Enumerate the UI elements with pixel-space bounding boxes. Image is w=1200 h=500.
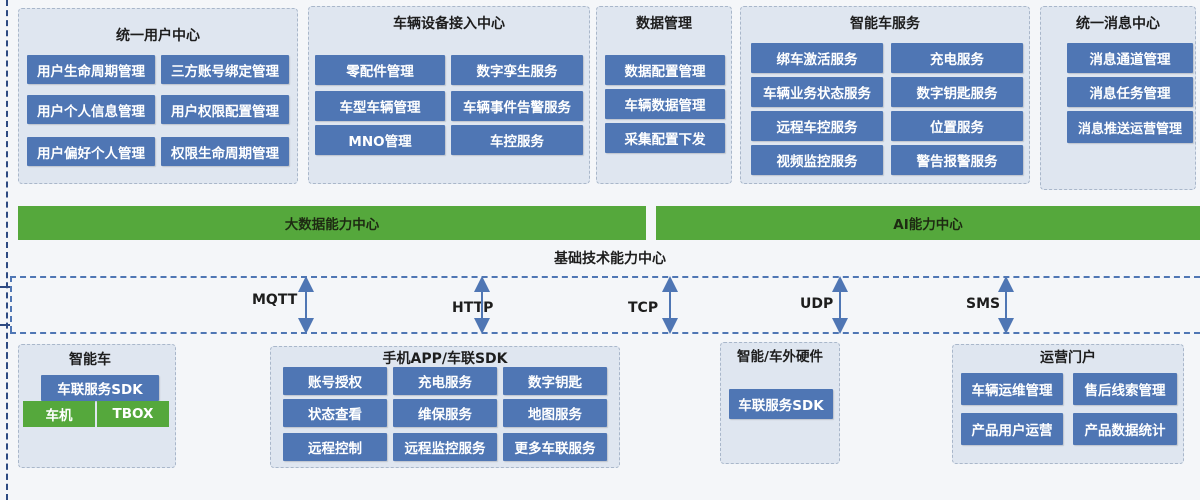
protocol-mqtt: MQTT (252, 292, 298, 308)
data-mgmt-title: 数据管理 (636, 16, 692, 32)
mobile-sdk-panel: 手机APP/车联SDK 账号授权 充电服务 数字钥匙 状态查看 维保服务 地图服… (270, 346, 620, 468)
protocol-sms: SMS (966, 296, 1001, 312)
vehicle-status-button[interactable]: 车辆业务状态服务 (751, 77, 883, 107)
mobile-remote-control-button[interactable]: 远程控制 (283, 433, 387, 461)
smart-car-title: 智能车 (69, 352, 111, 368)
alarm-service-button[interactable]: 警告报警服务 (891, 145, 1023, 175)
protocol-udp: UDP (800, 296, 834, 312)
mobile-digital-key-button[interactable]: 数字钥匙 (503, 367, 607, 395)
status-view-button[interactable]: 状态查看 (283, 399, 387, 427)
bind-activation-button[interactable]: 绑车激活服务 (751, 43, 883, 73)
vehicle-ops-button[interactable]: 车辆运维管理 (961, 373, 1063, 405)
user-lifecycle-button[interactable]: 用户生命周期管理 (27, 55, 155, 84)
hardware-panel: 智能/车外硬件 车联服务SDK (720, 342, 840, 464)
data-mgmt-panel: 数据管理 数据配置管理 车辆数据管理 采集配置下发 (596, 6, 732, 184)
head-unit-button[interactable]: 车机 (23, 401, 95, 427)
hardware-title: 智能/车外硬件 (737, 349, 823, 365)
outer-frame-line (6, 0, 8, 500)
hardware-sdk-button[interactable]: 车联服务SDK (729, 389, 833, 419)
device-center-panel: 车辆设备接入中心 零配件管理 数字孪生服务 车型车辆管理 车辆事件告警服务 MN… (308, 6, 590, 184)
protocol-tcp: TCP (628, 300, 659, 316)
third-party-binding-button[interactable]: 三方账号绑定管理 (161, 55, 289, 84)
vehicle-event-alarm-button[interactable]: 车辆事件告警服务 (451, 91, 583, 121)
tbox-button[interactable]: TBOX (97, 401, 169, 427)
smart-car-sdk-button[interactable]: 车联服务SDK (41, 375, 159, 401)
smart-service-panel: 智能车服务 绑车激活服务 充电服务 车辆业务状态服务 数字钥匙服务 远程车控服务… (740, 6, 1030, 184)
vehicle-model-button[interactable]: 车型车辆管理 (315, 91, 445, 121)
bottom-frame-line (6, 342, 8, 500)
user-info-button[interactable]: 用户个人信息管理 (27, 95, 155, 124)
ai-center-bar: AI能力中心 (656, 206, 1200, 240)
user-permission-button[interactable]: 用户权限配置管理 (161, 95, 289, 124)
mobile-charging-button[interactable]: 充电服务 (393, 367, 497, 395)
tech-band-top-line (10, 276, 1200, 278)
account-auth-button[interactable]: 账号授权 (283, 367, 387, 395)
mno-mgmt-button[interactable]: MNO管理 (315, 125, 445, 155)
remote-control-button[interactable]: 远程车控服务 (751, 111, 883, 141)
bracket-bottom-line (0, 324, 10, 326)
ops-portal-panel: 运营门户 车辆运维管理 售后线索管理 产品用户运营 产品数据统计 (952, 344, 1184, 464)
ops-portal-title: 运营门户 (1040, 350, 1096, 366)
message-center-title: 统一消息中心 (1076, 16, 1160, 32)
user-preference-button[interactable]: 用户偏好个人管理 (27, 137, 155, 166)
bracket-top-line (0, 286, 10, 288)
bigdata-center-bar: 大数据能力中心 (18, 206, 646, 240)
smart-car-panel: 智能车 车联服务SDK 车机 TBOX (18, 344, 176, 468)
vehicle-data-button[interactable]: 车辆数据管理 (605, 89, 725, 119)
digital-twin-button[interactable]: 数字孪生服务 (451, 55, 583, 85)
message-push-button[interactable]: 消息推送运营管理 (1067, 111, 1193, 143)
digital-key-button[interactable]: 数字钥匙服务 (891, 77, 1023, 107)
collection-config-button[interactable]: 采集配置下发 (605, 123, 725, 153)
parts-mgmt-button[interactable]: 零配件管理 (315, 55, 445, 85)
message-task-button[interactable]: 消息任务管理 (1067, 77, 1193, 107)
message-channel-button[interactable]: 消息通道管理 (1067, 43, 1193, 73)
maintenance-button[interactable]: 维保服务 (393, 399, 497, 427)
data-config-button[interactable]: 数据配置管理 (605, 55, 725, 85)
remote-monitor-button[interactable]: 远程监控服务 (393, 433, 497, 461)
permission-lifecycle-button[interactable]: 权限生命周期管理 (161, 137, 289, 166)
base-tech-title: 基础技术能力中心 (554, 251, 666, 267)
tech-band-bottom-line (10, 332, 1200, 334)
after-sales-button[interactable]: 售后线索管理 (1073, 373, 1177, 405)
location-service-button[interactable]: 位置服务 (891, 111, 1023, 141)
charging-service-button[interactable]: 充电服务 (891, 43, 1023, 73)
user-center-panel: 统一用户中心 用户生命周期管理 三方账号绑定管理 用户个人信息管理 用户权限配置… (18, 8, 298, 184)
more-services-button[interactable]: 更多车联服务 (503, 433, 607, 461)
user-center-title: 统一用户中心 (116, 28, 200, 44)
video-monitor-button[interactable]: 视频监控服务 (751, 145, 883, 175)
vehicle-control-button[interactable]: 车控服务 (451, 125, 583, 155)
product-stats-button[interactable]: 产品数据统计 (1073, 413, 1177, 445)
message-center-panel: 统一消息中心 消息通道管理 消息任务管理 消息推送运营管理 (1040, 6, 1196, 190)
user-operation-button[interactable]: 产品用户运营 (961, 413, 1063, 445)
smart-service-title: 智能车服务 (850, 16, 920, 32)
protocol-http: HTTP (452, 300, 494, 316)
map-service-button[interactable]: 地图服务 (503, 399, 607, 427)
tech-band-left-line (10, 276, 12, 332)
mobile-sdk-title: 手机APP/车联SDK (382, 351, 508, 367)
device-center-title: 车辆设备接入中心 (393, 16, 505, 32)
